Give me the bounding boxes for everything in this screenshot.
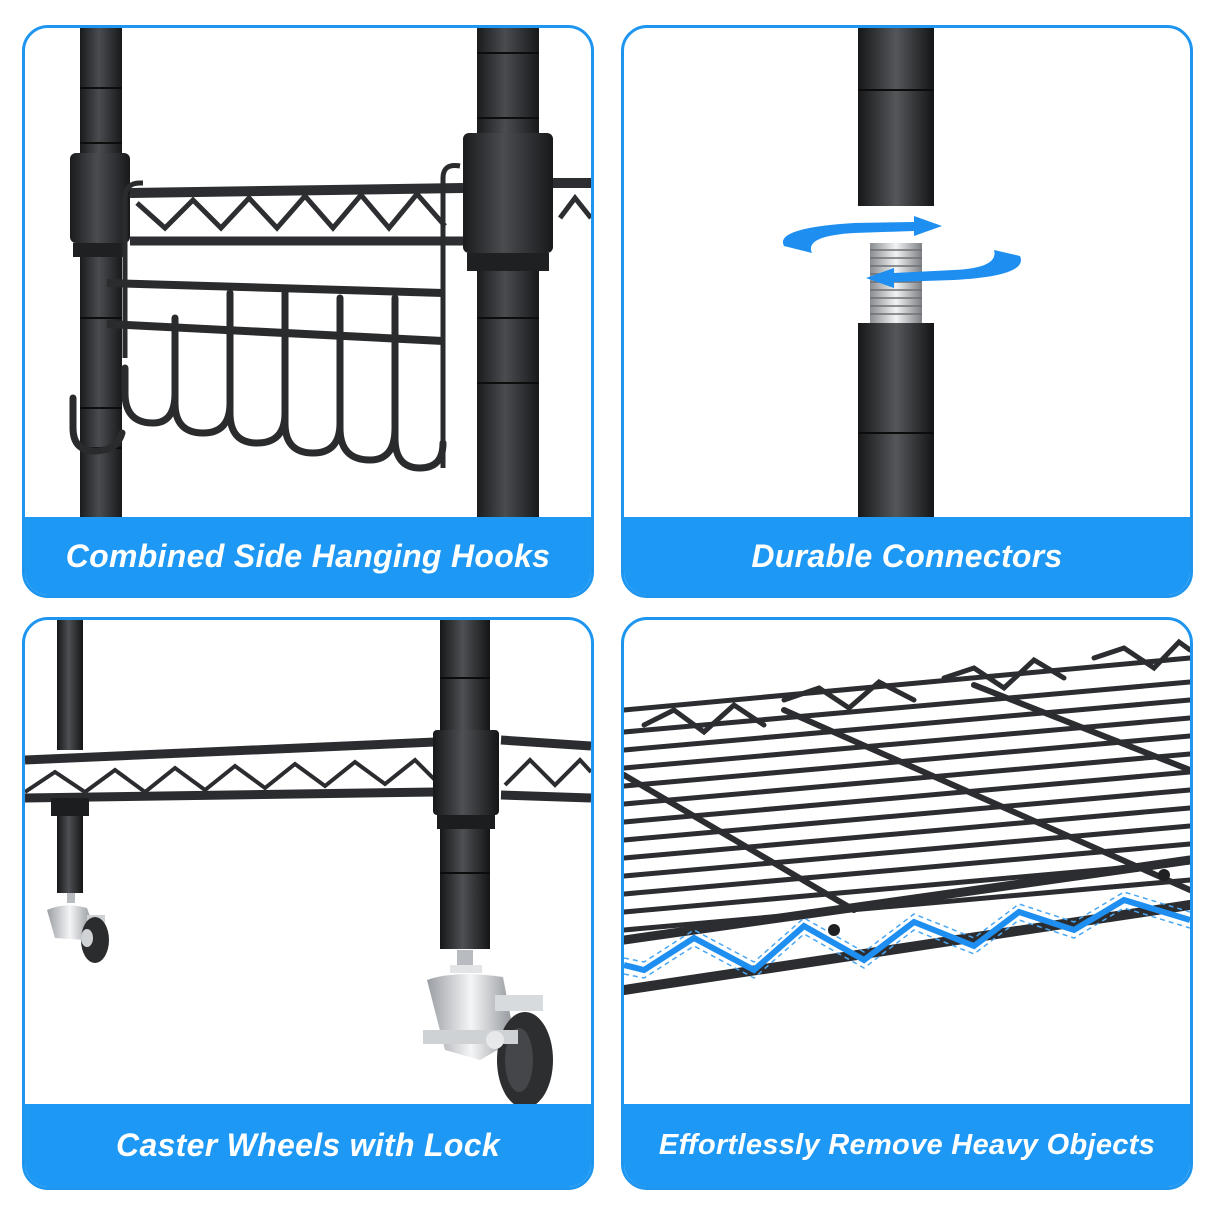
rotation-arrow-icon xyxy=(782,216,942,253)
feature-caption: Combined Side Hanging Hooks xyxy=(25,517,591,595)
feature-panel-connectors: Durable Connectors xyxy=(621,25,1193,598)
wire-shelf-illustration xyxy=(624,638,1190,995)
hanging-hooks-illustration xyxy=(69,28,591,523)
feature-caption: Durable Connectors xyxy=(624,517,1190,595)
feature-caption: Caster Wheels with Lock xyxy=(25,1104,591,1187)
feature-panel-casters: Caster Wheels with Lock xyxy=(22,617,594,1190)
connector-illustration xyxy=(782,28,1021,523)
caster-wheels-illustration xyxy=(25,620,591,1108)
feature-panel-hooks: Combined Side Hanging Hooks xyxy=(22,25,594,598)
zigzag-highlight xyxy=(624,896,1190,974)
feature-caption: Effortlessly Remove Heavy Objects xyxy=(624,1104,1190,1187)
feature-panel-shelf: Effortlessly Remove Heavy Objects xyxy=(621,617,1193,1190)
